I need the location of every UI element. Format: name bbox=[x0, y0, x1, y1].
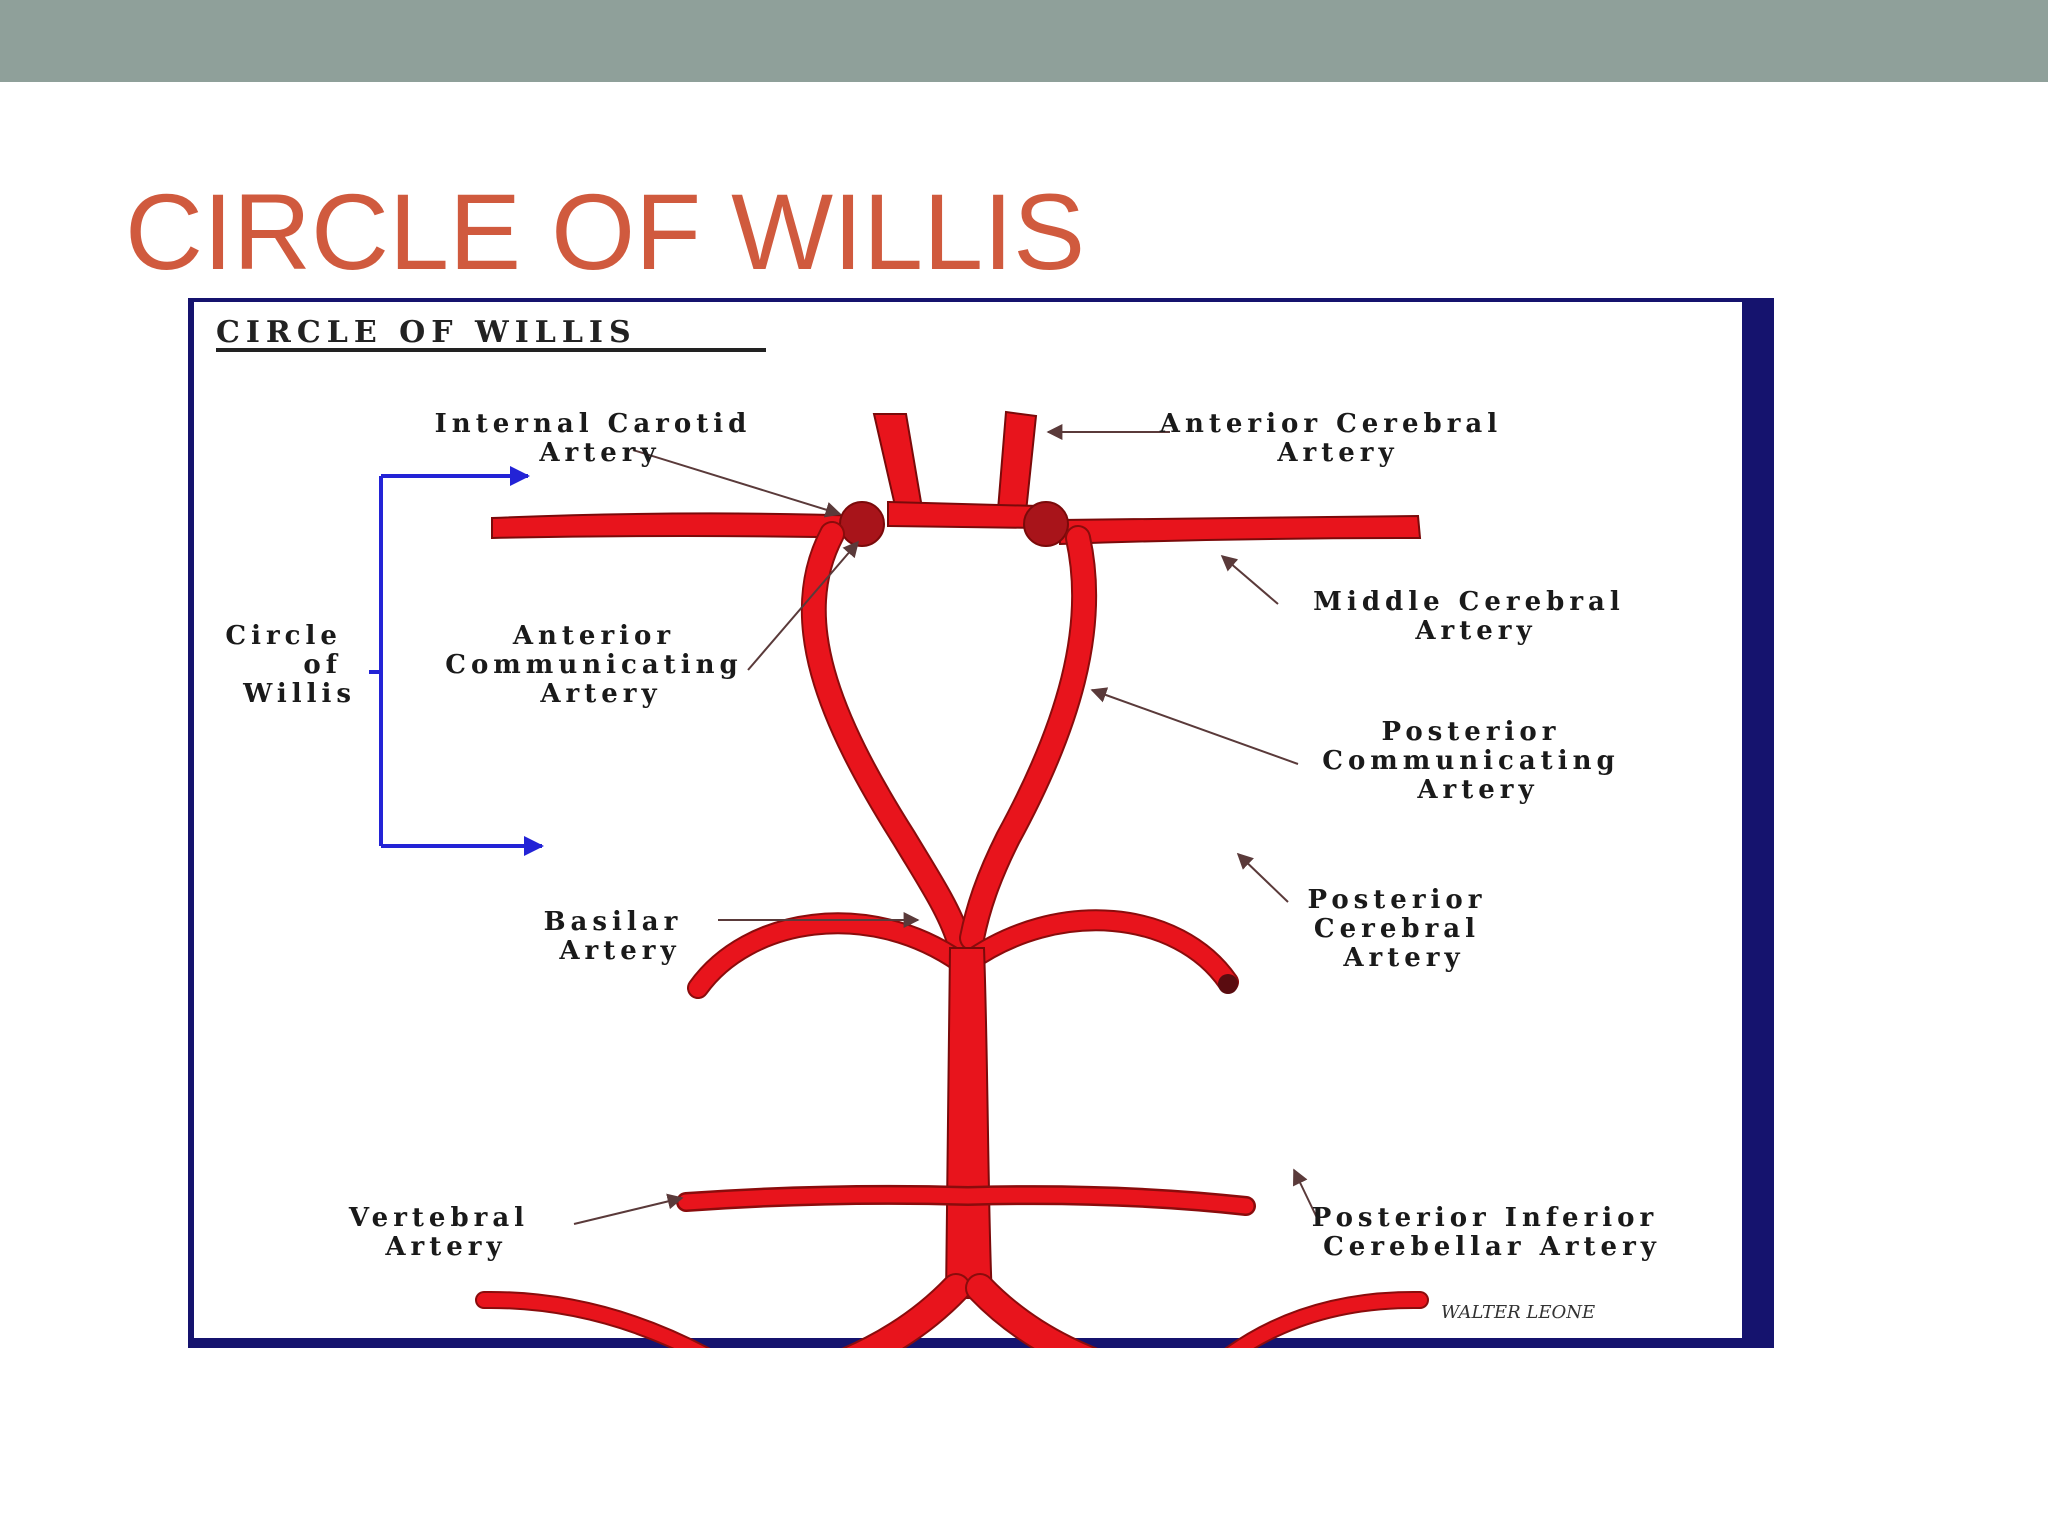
anterior-communicating-artery bbox=[887, 500, 1042, 530]
label-vertebral: Vertebral Artery bbox=[348, 1203, 543, 1262]
label-circle-of-willis: Circle of Willis bbox=[225, 621, 356, 709]
diagram-heading: CIRCLE OF WILLIS bbox=[216, 315, 637, 350]
middle-cerebral-artery-left bbox=[491, 512, 874, 540]
posterior-communicating-artery-left bbox=[802, 523, 969, 949]
posterior-cerebral-artery-left bbox=[689, 914, 969, 997]
label-posterior-inferior-cerebellar: Posterior Inferior Cerebellar Artery bbox=[1312, 1203, 1673, 1262]
internal-carotid-node-right bbox=[1023, 501, 1069, 547]
illustrator-signature: WALTER LEONE bbox=[1441, 1302, 1595, 1323]
slide-title: CIRCLE OF WILLIS bbox=[125, 171, 1086, 292]
label-anterior-communicating: Anterior Communicating Artery bbox=[445, 621, 756, 709]
superior-cerebellar-artery bbox=[678, 1187, 1254, 1214]
pica-left bbox=[477, 1292, 707, 1348]
basilar-artery bbox=[944, 947, 994, 1299]
posterior-communicating-artery-right bbox=[961, 527, 1096, 949]
posterior-cerebral-end-right bbox=[1218, 974, 1238, 994]
circle-of-willis-diagram: CIRCLE OF WILLIS bbox=[194, 302, 1742, 1348]
arteries bbox=[475, 410, 1429, 1348]
label-posterior-communicating: Posterior Communicating Artery bbox=[1322, 717, 1633, 805]
vertebral-artery-left-upper bbox=[846, 1275, 969, 1348]
middle-cerebral-artery-right bbox=[1059, 514, 1422, 546]
internal-carotid-node-left bbox=[839, 501, 885, 547]
label-posterior-cerebral: Posterior Cerebral Artery bbox=[1307, 885, 1500, 973]
label-middle-cerebral: Middle Cerebral Artery bbox=[1313, 587, 1639, 646]
top-bar bbox=[0, 0, 2048, 82]
circle-of-willis-bracket bbox=[369, 466, 544, 856]
labels: Internal Carotid Artery Anterior Cerebra… bbox=[225, 409, 1673, 1262]
vertebral-artery-right-upper bbox=[967, 1275, 1093, 1348]
diagram-frame: CIRCLE OF WILLIS bbox=[188, 298, 1774, 1348]
posterior-cerebral-artery-right bbox=[959, 911, 1237, 991]
label-basilar: Basilar Artery bbox=[544, 907, 697, 966]
label-anterior-cerebral: Anterior Cerebral Artery bbox=[1159, 409, 1516, 468]
pointer-lines bbox=[573, 424, 1319, 1225]
label-internal-carotid: Internal Carotid Artery bbox=[435, 409, 766, 468]
pica-right bbox=[1227, 1292, 1427, 1348]
